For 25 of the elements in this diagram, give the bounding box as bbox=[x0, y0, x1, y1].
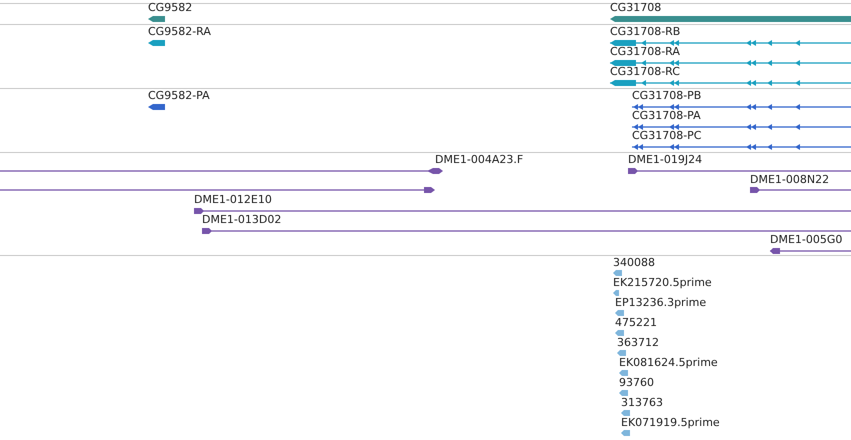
feature-name: 475221 bbox=[615, 316, 657, 330]
feature-name: DME1-004A23.F bbox=[435, 153, 524, 167]
feature-name: DME1-005G0 bbox=[770, 233, 842, 247]
feature-name: CG31708-RA bbox=[610, 45, 680, 59]
feature-name: EK071919.5prime bbox=[621, 416, 720, 430]
feature-name: 363712 bbox=[617, 336, 659, 350]
feature-name: CG31708-PC bbox=[632, 129, 702, 143]
feature-name: DME1-019J24 bbox=[628, 153, 702, 167]
feature-name: DME1-008N22 bbox=[750, 173, 830, 187]
feature-name: CG9582-PA bbox=[148, 89, 210, 103]
feature-name: EK081624.5prime bbox=[619, 356, 718, 370]
feature-name: DME1-012E10 bbox=[194, 193, 272, 207]
feature-name: CG31708-PB bbox=[632, 89, 702, 103]
feature-name: CG9582 bbox=[148, 1, 192, 15]
feature-name: DME1-013D02 bbox=[202, 213, 282, 227]
feature-name: CG31708-RC bbox=[610, 65, 680, 79]
feature-name: 93760 bbox=[619, 376, 654, 390]
feature-name: 340088 bbox=[613, 256, 655, 270]
feature-name: CG31708-PA bbox=[632, 109, 701, 123]
feature-name: 313763 bbox=[621, 396, 663, 410]
feature-name: EK215720.5prime bbox=[613, 276, 712, 290]
feature-name: CG31708-RB bbox=[610, 25, 680, 39]
feature-name: CG9582-RA bbox=[148, 25, 211, 39]
feature-name: CG31708 bbox=[610, 1, 662, 15]
feature-name: EP13236.3prime bbox=[615, 296, 706, 310]
